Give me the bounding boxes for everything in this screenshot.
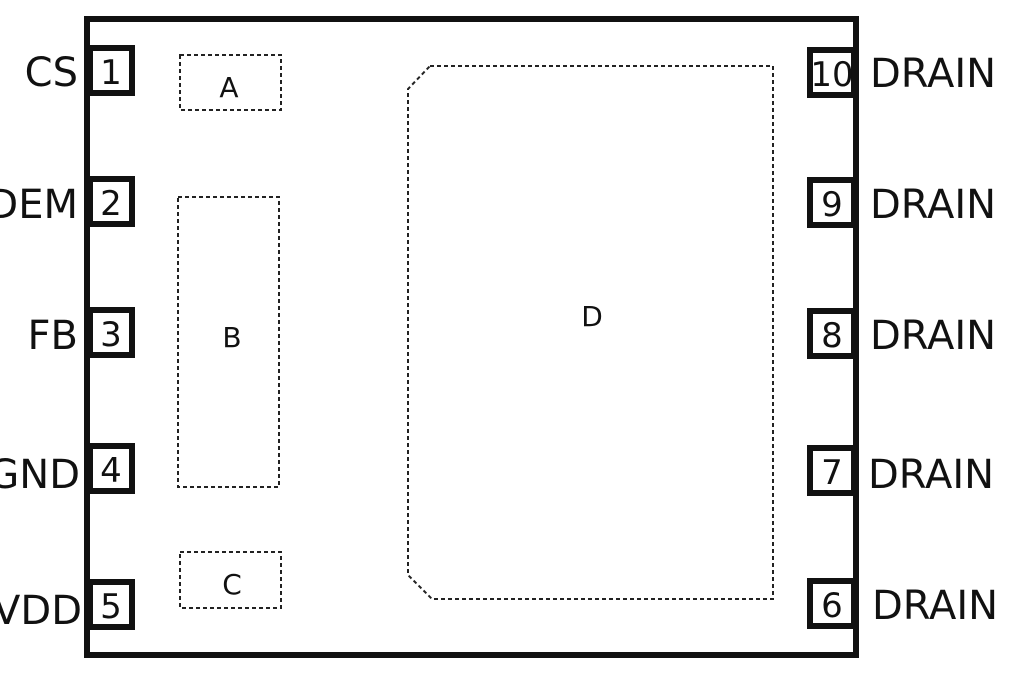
pad-d-label: D [581,300,603,333]
pin-9: 9 DRAIN [807,177,996,228]
pin-5-name: VDD [0,588,82,634]
pin-8: 8 DRAIN [807,308,996,359]
pin-10: 10 DRAIN [807,47,996,98]
pin-5: 5 VDD [0,579,135,634]
pin-6-box [807,578,857,629]
pin-1-name: CS [25,50,78,96]
pin-6-number: 6 [821,586,843,626]
pin-2-number: 2 [100,184,122,224]
pad-b-label: B [222,321,241,354]
pad-a-outline [179,54,282,111]
pin-7-number: 7 [821,453,843,493]
pin-3: 3 FB [28,307,135,359]
pin-3-number: 3 [100,315,122,355]
pin-5-number: 5 [100,587,122,627]
pad-d-outline [407,65,774,600]
pin-9-box [807,177,857,228]
pin-3-box [87,307,135,358]
pad-c-label: C [222,568,242,601]
pin-3-name: FB [28,313,78,359]
pin-10-name: DRAIN [870,51,996,97]
pin-4-name: GND [0,452,80,498]
pin-9-number: 9 [821,185,843,225]
pin-6-name: DRAIN [872,583,998,629]
pin-10-box [807,47,857,98]
right-pins: 10 DRAIN 9 DRAIN 8 DRAIN 7 DRAIN 6 DRAIN [807,47,998,629]
pin-8-name: DRAIN [870,313,996,359]
pin-4: 4 GND [0,443,135,498]
pin-2-box [87,176,135,227]
pin-9-name: DRAIN [870,182,996,228]
pin-7-name: DRAIN [868,452,994,498]
pin-1-number: 1 [100,53,122,93]
pin-8-number: 8 [821,316,843,356]
pad-a-label: A [219,71,238,104]
pad-c-outline [179,551,282,609]
pin-1: 1 CS [25,45,135,96]
pin-1-box [87,45,135,96]
pin-4-number: 4 [100,451,122,491]
pin-4-box [87,443,135,494]
pin-7-box [807,445,857,496]
pad-b-outline [177,196,280,488]
pin-5-box [87,579,135,630]
pin-7: 7 DRAIN [807,445,994,498]
pin-2-name: DEM [0,182,78,228]
pin-6: 6 DRAIN [807,578,998,629]
pads [177,54,774,609]
pin-2: 2 DEM [0,176,135,228]
left-pins: 1 CS 2 DEM 3 FB 4 GND 5 VDD [0,45,135,634]
package-outline [84,16,859,658]
pin-10-number: 10 [810,55,853,95]
pin-8-box [807,308,857,359]
